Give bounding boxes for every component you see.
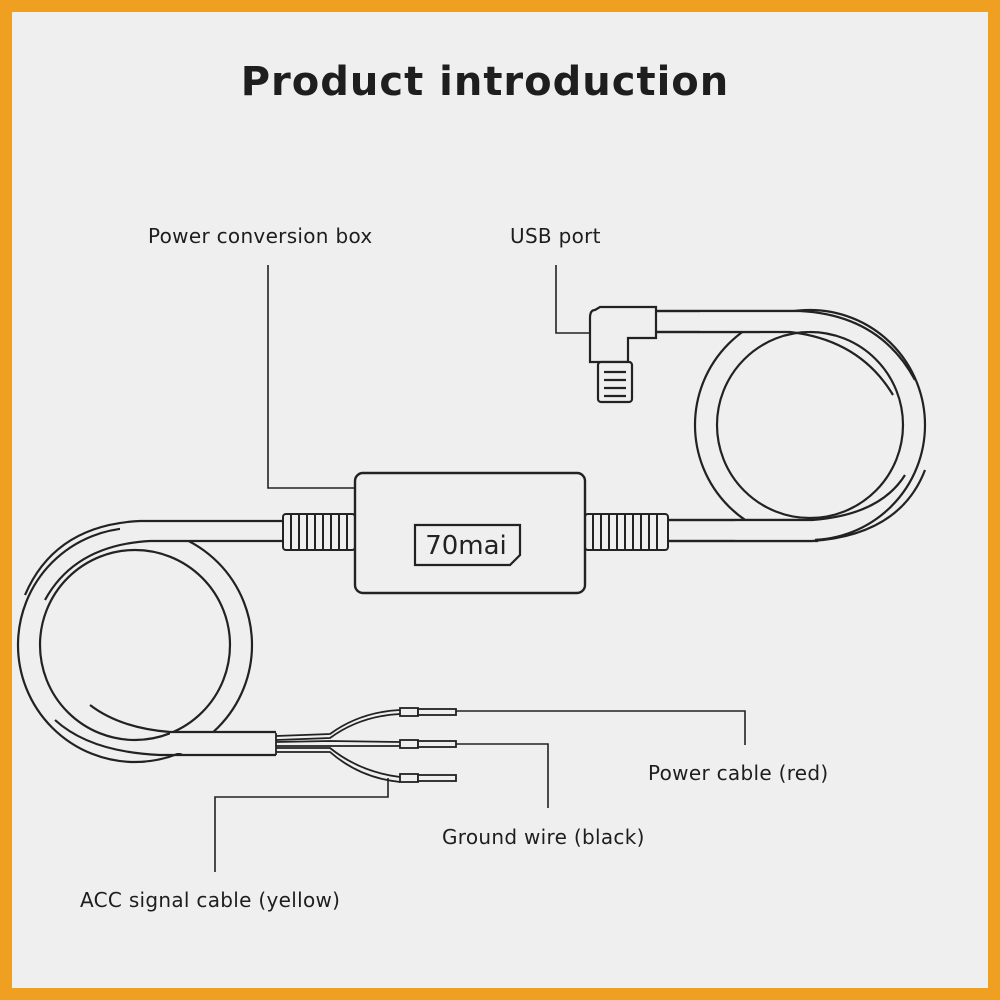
label-power-cable: Power cable (red) xyxy=(648,761,828,785)
cable-cross-mask xyxy=(735,521,815,540)
left-cross-mask xyxy=(120,522,240,540)
left-strain-relief xyxy=(282,513,356,551)
leader-usb-port xyxy=(555,265,590,334)
usb-cable-redraw xyxy=(655,309,927,543)
power-conversion-box: 70mai xyxy=(353,471,587,595)
label-acc-cable: ACC signal cable (yellow) xyxy=(80,888,340,912)
label-ground-wire: Ground wire (black) xyxy=(442,825,645,849)
wire-tips xyxy=(399,707,457,783)
left-frame-notch xyxy=(0,160,12,840)
right-frame-notch xyxy=(988,160,1000,840)
leader-acc-cable xyxy=(214,778,389,872)
cable-cross-mask-top xyxy=(700,312,810,331)
right-strain-relief xyxy=(584,513,669,551)
leader-ground-wire xyxy=(456,743,549,808)
brand-logo: 70mai xyxy=(425,531,507,561)
left-cable-redraw xyxy=(23,519,283,757)
page-title: Product introduction xyxy=(241,59,730,105)
usb-cable-loop xyxy=(693,308,927,542)
usb-cable-straight xyxy=(655,309,818,543)
label-usb-port: USB port xyxy=(510,224,601,248)
split-wires xyxy=(275,709,401,783)
leader-power-box xyxy=(267,265,355,489)
leader-power-cable xyxy=(456,710,746,745)
left-cross-mask-bottom xyxy=(170,733,280,753)
leader-lines xyxy=(214,265,746,872)
label-power-conversion-box: Power conversion box xyxy=(148,224,373,248)
usb-plug xyxy=(588,305,658,404)
logo-plate xyxy=(413,523,522,567)
